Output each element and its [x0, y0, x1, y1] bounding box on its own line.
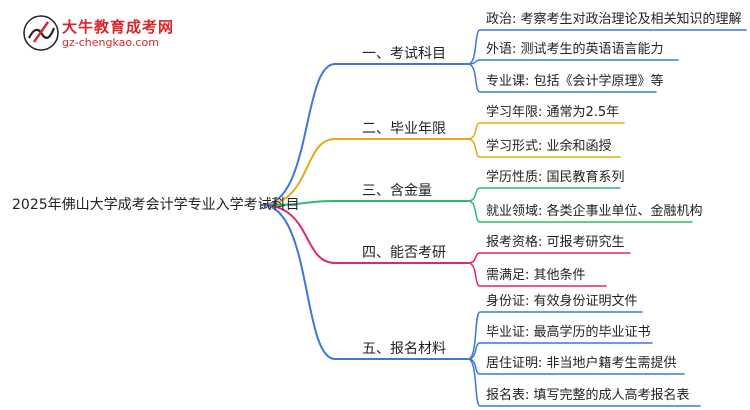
root-node: 2025年佛山大学成考会计学专业入学考试科目 — [12, 197, 300, 213]
branch-connector-4 — [261, 204, 469, 264]
leaf-label-5-3: 居住证明: 非当地户籍考生需提供 — [486, 356, 677, 371]
branch-label-2: 二、毕业年限 — [362, 121, 446, 137]
branch-connector-3 — [261, 200, 469, 206]
leaf-connector-3-2 — [467, 200, 693, 223]
branch-label-3: 三、含金量 — [362, 183, 432, 199]
branch-label-4: 四、能否考研 — [362, 245, 446, 261]
logo-url: gz-chengkao.com — [62, 36, 159, 49]
leaf-label-1-1: 政治: 考察考生对政治理论及相关知识的理解 — [486, 12, 742, 27]
leaf-label-1-2: 外语: 测试考生的英语语言能力 — [486, 42, 664, 57]
leaf-label-2-2: 学习形式: 业余和函授 — [486, 139, 612, 154]
leaf-label-3-1: 学历性质: 国民教育系列 — [486, 170, 625, 185]
leaf-connector-5-1 — [467, 311, 643, 360]
branch-connector-5 — [261, 204, 469, 360]
leaf-label-4-2: 需满足: 其他条件 — [486, 268, 586, 283]
leaf-label-1-3: 专业课: 包括《会计学原理》等 — [486, 74, 664, 89]
leaf-label-4-1: 报考资格: 可报考研究生 — [486, 235, 625, 250]
leaf-label-5-2: 毕业证: 最高学历的毕业证书 — [486, 325, 651, 340]
leaf-connector-1-2 — [467, 59, 679, 65]
branch-label-5: 五、报名材料 — [362, 341, 446, 357]
leaf-connector-4-1 — [467, 252, 631, 264]
leaf-connector-3-1 — [467, 187, 621, 202]
leaf-connector-5-4 — [467, 358, 701, 407]
leaf-label-5-1: 身份证: 有效身份证明文件 — [486, 294, 638, 309]
leaf-connector-4-2 — [467, 262, 607, 287]
leaf-connector-1-3 — [467, 63, 657, 93]
leaf-label-5-4: 报名表: 填写完整的成人高考报名表 — [486, 388, 690, 403]
leaf-connector-1-1 — [467, 29, 747, 65]
leaf-connector-2-1 — [467, 122, 625, 140]
leaf-connector-2-2 — [467, 138, 621, 158]
branch-connector-2 — [261, 138, 469, 206]
leaf-connector-5-2 — [467, 342, 653, 360]
branch-connector-1 — [261, 63, 469, 206]
leaf-label-3-2: 就业领域: 各类企事业单位、金融机构 — [486, 204, 703, 219]
logo-mark-icon — [23, 15, 59, 51]
branch-label-1: 一、考试科目 — [362, 46, 446, 62]
logo: 大牛教育成考网 gz-chengkao.com — [22, 14, 222, 54]
logo-title: 大牛教育成考网 — [62, 18, 175, 36]
leaf-label-2-1: 学习年限: 通常为2.5年 — [486, 105, 620, 120]
